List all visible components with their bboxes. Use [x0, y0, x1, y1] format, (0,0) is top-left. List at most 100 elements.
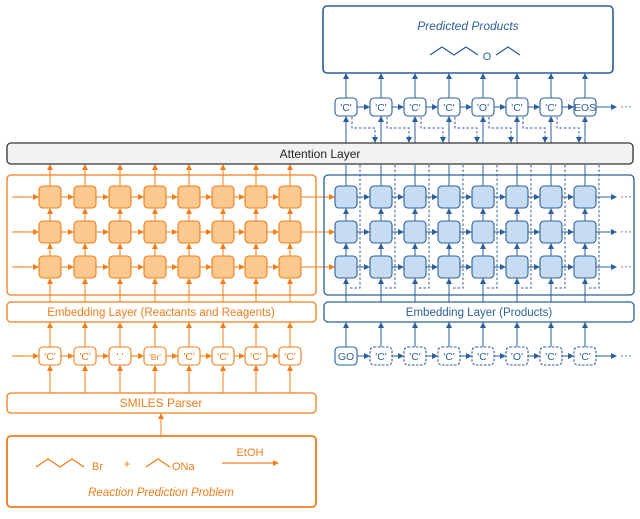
decoder-output-ellipsis: ··· [620, 99, 632, 113]
decoder-input-token-1-label: 'C' [375, 351, 387, 363]
encoder-cell-r1-c6 [244, 220, 268, 244]
encoder-input-token-4-label: 'C' [183, 351, 195, 363]
encoder-cell-r0-c1 [73, 185, 97, 209]
encoder-input-token-2-box [108, 346, 132, 366]
decoder-token-ellipsis: ··· [620, 348, 632, 362]
encoder-token-ellipsis: ··· [14, 348, 26, 362]
decoder-input-token-2-label: 'C' [409, 351, 421, 363]
decoder-cell-r2-c0 [334, 255, 358, 279]
decoder-input-token-2: 'C' [403, 346, 427, 366]
decoder-cell-r2-c3 [437, 255, 461, 279]
decoder-output-token-5-label: 'C' [511, 102, 523, 114]
encoder-input-token-7-label: 'C' [284, 351, 296, 363]
decoder-output-token-6-label: 'C' [545, 102, 557, 114]
attention-layer-box [6, 142, 634, 165]
encoder-input-token-3: 'Br' [143, 346, 167, 366]
decoder-output-token-1-box [369, 97, 393, 117]
decoder-cell-r2-c5 [505, 255, 529, 279]
encoder-input-token-5: 'C' [211, 346, 235, 366]
decoder-cell-r0-c3 [437, 185, 461, 209]
decoder-input-token-0-label: GO [338, 351, 354, 363]
decoder-cell-r0-c2 [403, 185, 427, 209]
decoder-output-token-4-label: 'O' [477, 102, 489, 114]
decoder-cell-r1-c6 [539, 220, 563, 244]
decoder-cell-r2-c7 [573, 255, 597, 279]
decoder-output-token-2: 'C' [403, 97, 427, 117]
decoder-cell-r1-c0 [334, 220, 358, 244]
encoder-embedding-label: Embedding Layer (Reactants and Reagents) [47, 307, 275, 319]
decoder-output-token-7-label: EOS [574, 102, 596, 114]
decoder-col-4-context-link [487, 165, 498, 289]
encoder-input-token-3-box [143, 346, 167, 366]
connection-wires [12, 73, 617, 436]
reaction-problem-title: Reaction Prediction Problem [88, 487, 234, 499]
product-molecule-drawing: O [429, 46, 521, 63]
encoder-cell-r1-c0 [38, 220, 62, 244]
decoder-input-token-7-box [573, 346, 597, 366]
product-oxygen-atom: O [483, 51, 492, 63]
decoder-cell-r1-c2 [403, 220, 427, 244]
decoder-output-token-7-box [573, 97, 597, 117]
decoder-output-token-5: 'C' [505, 97, 529, 117]
token-rows: ··· ··· ··· ··· ··· ··· 'C' 'C' '.' 'Br' 'C' 'C' 'C'… [14, 97, 632, 366]
decoder-output-token-0-label: 'C' [340, 102, 352, 114]
decoder-col-0-context-link [350, 165, 361, 289]
encoder-cell-r0-c4 [177, 185, 201, 209]
encoder-input-token-1-box [73, 346, 97, 366]
cell-grids [38, 185, 597, 279]
plus-sign: + [123, 457, 130, 471]
encoder-cell-r0-c3 [143, 185, 167, 209]
encoder-row-2-ellipsis: ··· [14, 259, 26, 273]
encoder-input-token-5-box [211, 346, 235, 366]
decoder-row-2-ellipsis: ··· [620, 259, 632, 273]
decoder-output-token-6: 'C' [539, 97, 563, 117]
reactant-2-sodium-oxide: ONa [172, 461, 196, 473]
decoder-output-token-2-label: 'C' [409, 102, 421, 114]
decoder-row-0-ellipsis: ··· [620, 189, 632, 203]
decoder-input-token-3: 'C' [437, 346, 461, 366]
attention-layer-label: Attention Layer [280, 147, 361, 161]
layer-boxes: Predicted Products O Attention Layer Emb… [6, 5, 635, 508]
decoder-input-token-5-label: 'O' [511, 351, 523, 363]
reactant-2-drawing: ONa [145, 458, 196, 473]
encoder-input-token-0-box [38, 346, 62, 366]
decoder-output-token-3-box [437, 97, 461, 117]
decoder-input-token-4-box [471, 346, 495, 366]
decoder-cell-r0-c4 [471, 185, 495, 209]
decoder-col-3-context-link [453, 165, 464, 289]
smiles-parser-label: SMILES Parser [120, 396, 203, 410]
encoder-embedding-box [6, 301, 317, 323]
encoder-cell-r2-c0 [38, 255, 62, 279]
decoder-cell-r2-c2 [403, 255, 427, 279]
decoder-output-token-4: 'O' [471, 97, 495, 117]
decoder-feedback-4 [488, 117, 514, 143]
encoder-input-token-6-label: 'C' [250, 351, 262, 363]
encoder-input-token-2-label: '.' [117, 351, 124, 363]
decoder-output-token-4-box [471, 97, 495, 117]
decoder-feedback-2 [420, 117, 446, 143]
decoder-cell-r0-c7 [573, 185, 597, 209]
encoder-input-token-1-label: 'C' [79, 351, 91, 363]
decoder-feedback-3 [454, 117, 480, 143]
encoder-cell-r0-c2 [108, 185, 132, 209]
encoder-input-token-7-box [278, 346, 302, 366]
encoder-cell-r2-c3 [143, 255, 167, 279]
decoder-input-token-4: 'C' [471, 346, 495, 366]
decoder-cell-r1-c5 [505, 220, 529, 244]
decoder-embedding-box [323, 301, 635, 323]
decoder-output-token-2-box [403, 97, 427, 117]
decoder-col-1-context-link [385, 165, 396, 289]
decoder-output-token-3-label: 'C' [443, 102, 455, 114]
encoder-cell-r0-c0 [38, 185, 62, 209]
decoder-output-token-6-box [539, 97, 563, 117]
decoder-cell-r2-c6 [539, 255, 563, 279]
encoder-cell-r0-c6 [244, 185, 268, 209]
decoder-input-token-1: 'C' [369, 346, 393, 366]
reaction-problem-box [6, 435, 317, 508]
decoder-output-token-0: 'C' [334, 97, 358, 117]
encoder-row-0-ellipsis: ··· [14, 189, 26, 203]
decoder-input-token-4-label: 'C' [477, 351, 489, 363]
decoder-feedback-0 [351, 117, 378, 143]
